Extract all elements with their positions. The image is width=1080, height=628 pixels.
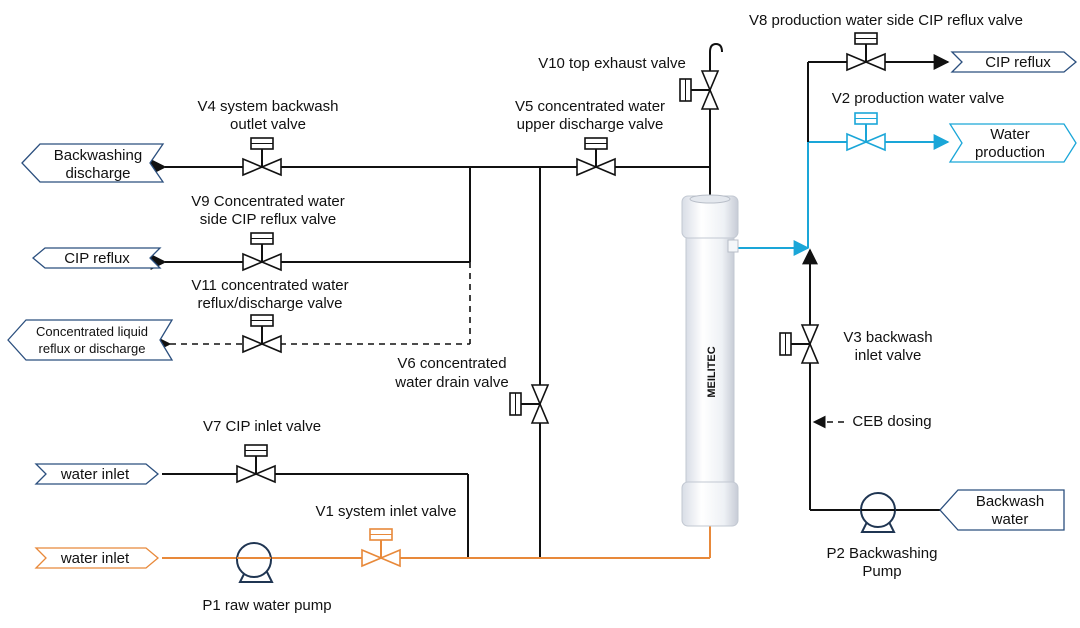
label-v5-line2: upper discharge valve <box>517 116 664 133</box>
label-v4-line2: outlet valve <box>230 116 306 133</box>
label-v3-line1: V3 backwash <box>843 329 932 346</box>
label-v3-line2: inlet valve <box>855 347 922 364</box>
tag-backwash-discharge <box>21 143 165 183</box>
tag-water-production-line1: Water <box>990 126 1029 143</box>
label-v4-line1: V4 system backwash <box>198 98 339 115</box>
label-v10: V10 top exhaust valve <box>538 55 686 72</box>
tag-backwash-water <box>939 489 1065 531</box>
valve-v5[interactable] <box>576 137 616 177</box>
tag-water-production-line2: production <box>975 144 1045 161</box>
label-v1: V1 system inlet valve <box>316 503 457 520</box>
tag-backwash-discharge-line1: Backwashing <box>54 147 142 164</box>
tag-cip-reflux-left <box>31 247 162 269</box>
membrane-module: MEILITEC <box>681 194 739 527</box>
valve-v3[interactable] <box>779 324 820 364</box>
valve-v1[interactable] <box>361 528 401 568</box>
valve-v11[interactable] <box>242 314 282 354</box>
module-brand: MEILITEC <box>706 346 718 397</box>
pump-p2[interactable] <box>860 492 896 533</box>
label-v8: V8 production water side CIP reflux valv… <box>749 12 1023 29</box>
tag-cip-reflux-left-text: CIP reflux <box>64 250 130 267</box>
valve-v10[interactable] <box>679 70 720 110</box>
label-v5-line1: V5 concentrated water <box>515 98 665 115</box>
tag-water-inlet-cip <box>34 463 160 485</box>
label-v6-line1: V6 concentrated <box>397 355 506 372</box>
label-v2: V2 production water valve <box>832 90 1005 107</box>
tag-cip-reflux-right <box>950 51 1078 73</box>
tag-cip-reflux-right-text: CIP reflux <box>985 54 1051 71</box>
label-p1: P1 raw water pump <box>202 597 331 614</box>
label-p2-line2: Pump <box>862 563 901 580</box>
valve-v8[interactable] <box>846 32 886 72</box>
tag-backwash-water-line1: Backwash <box>976 493 1044 510</box>
label-v11-line1: V11 concentrated water <box>191 277 348 294</box>
label-ceb-dosing: CEB dosing <box>852 413 931 430</box>
tag-concentrated-liquid <box>7 319 174 361</box>
tag-water-inlet-cip-text: water inlet <box>60 466 130 483</box>
tag-backwash-water-line2: water <box>991 511 1029 528</box>
tag-water-production <box>948 123 1077 163</box>
tag-concentrated-liquid-line1: Concentrated liquid <box>36 324 148 339</box>
pump-p1[interactable] <box>236 542 274 583</box>
valve-v7[interactable] <box>236 444 276 484</box>
tag-water-inlet-raw-text: water inlet <box>60 550 130 567</box>
label-v6-line2: water drain valve <box>394 374 508 391</box>
label-v11-line2: reflux/discharge valve <box>197 295 342 312</box>
label-v9-line2: side CIP reflux valve <box>200 211 336 228</box>
label-v9-line1: V9 Concentrated water <box>191 193 344 210</box>
tag-backwash-discharge-line2: discharge <box>65 165 130 182</box>
tag-concentrated-liquid-line2: reflux or discharge <box>39 341 146 356</box>
valve-v2[interactable] <box>846 112 886 152</box>
valve-v4[interactable] <box>242 137 282 177</box>
tag-water-inlet-raw <box>34 547 160 569</box>
label-v7: V7 CIP inlet valve <box>203 418 321 435</box>
valve-v6[interactable] <box>509 384 550 424</box>
label-p2-line1: P2 Backwashing <box>827 545 938 562</box>
valve-v9[interactable] <box>242 232 282 272</box>
